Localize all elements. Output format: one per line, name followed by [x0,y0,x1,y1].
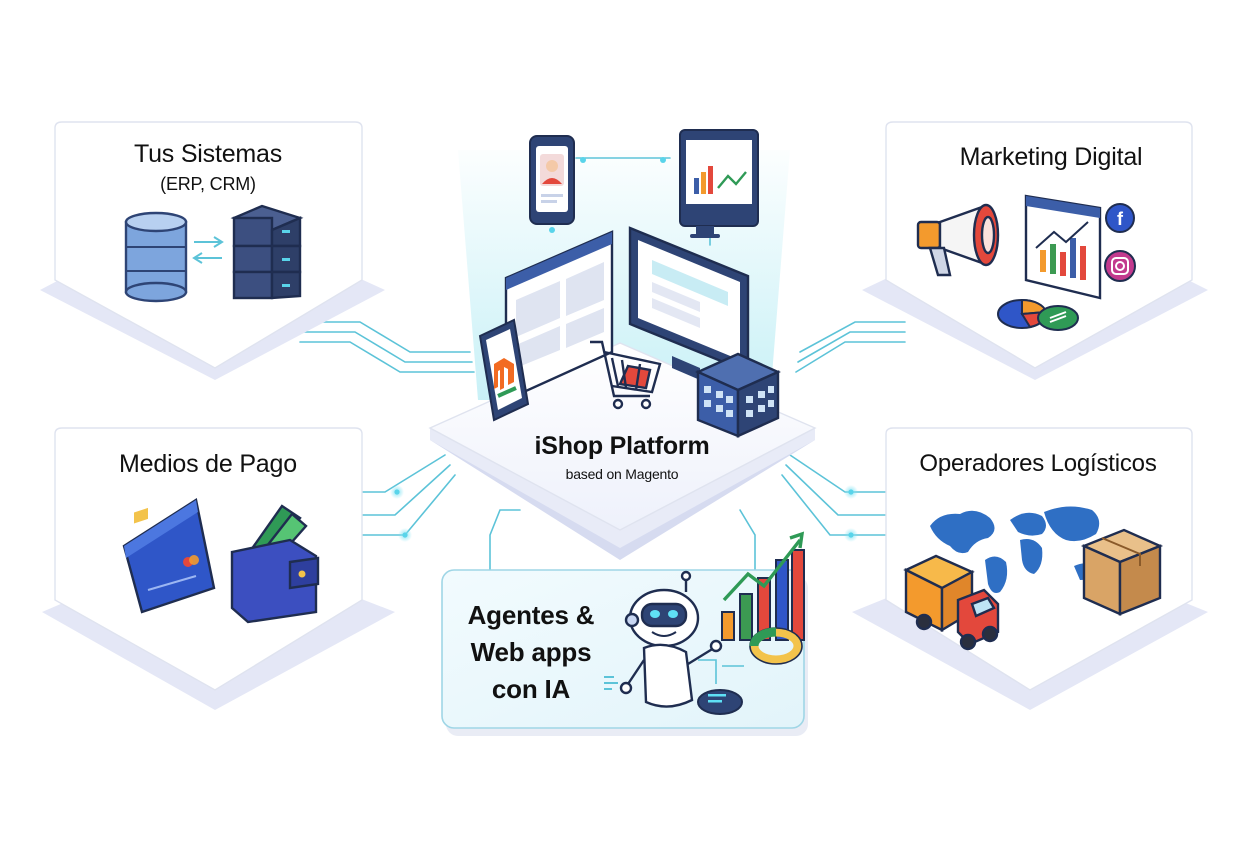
smartphone-user-icon [529,135,575,225]
marketing-digital-title: Marketing Digital [959,143,1143,171]
analytics-dashboard-icon [1024,194,1102,300]
store-building-icon [695,352,781,438]
magento-phone-icon [478,318,530,422]
pie-chart-icon [997,298,1079,331]
monitor-analytics-icon [679,129,759,238]
credit-card-icon [122,498,216,614]
megaphone-icon [916,203,1000,277]
growth-chart-icon [721,531,805,641]
wallet-icon [230,504,320,624]
hub-subtitle: based on Magento [565,466,679,482]
server-rack-icon [230,204,304,300]
delivery-truck-icon [903,554,1000,651]
robot-icon [619,570,723,708]
medios-de-pago-title: Medios de Pago [119,450,297,478]
facebook-icon: f [1105,203,1135,233]
tus-sistemas-subtitle: (ERP, CRM) [160,174,256,194]
ai-title-line1: Agentes & [467,600,595,630]
database-icon [124,211,188,303]
instagram-icon [1104,250,1136,282]
donut-chart-icon [749,627,803,665]
world-map-icon [930,506,1100,593]
ai-title-line3: con IA [491,674,571,704]
svg-text:f: f [1117,209,1124,229]
ai-title-line2: Web apps [470,637,592,667]
package-box-icon [1080,528,1164,616]
sync-arrows-icon [192,236,224,264]
hub-title: iShop Platform [534,432,710,460]
tus-sistemas-title: Tus Sistemas [133,140,283,168]
desktop-monitor-icon [628,226,750,380]
shopping-cart-icon [590,340,662,410]
browser-window-icon [504,230,614,402]
connector-glows [390,157,858,542]
operadores-logisticos-title: Operadores Logísticos [919,450,1157,477]
